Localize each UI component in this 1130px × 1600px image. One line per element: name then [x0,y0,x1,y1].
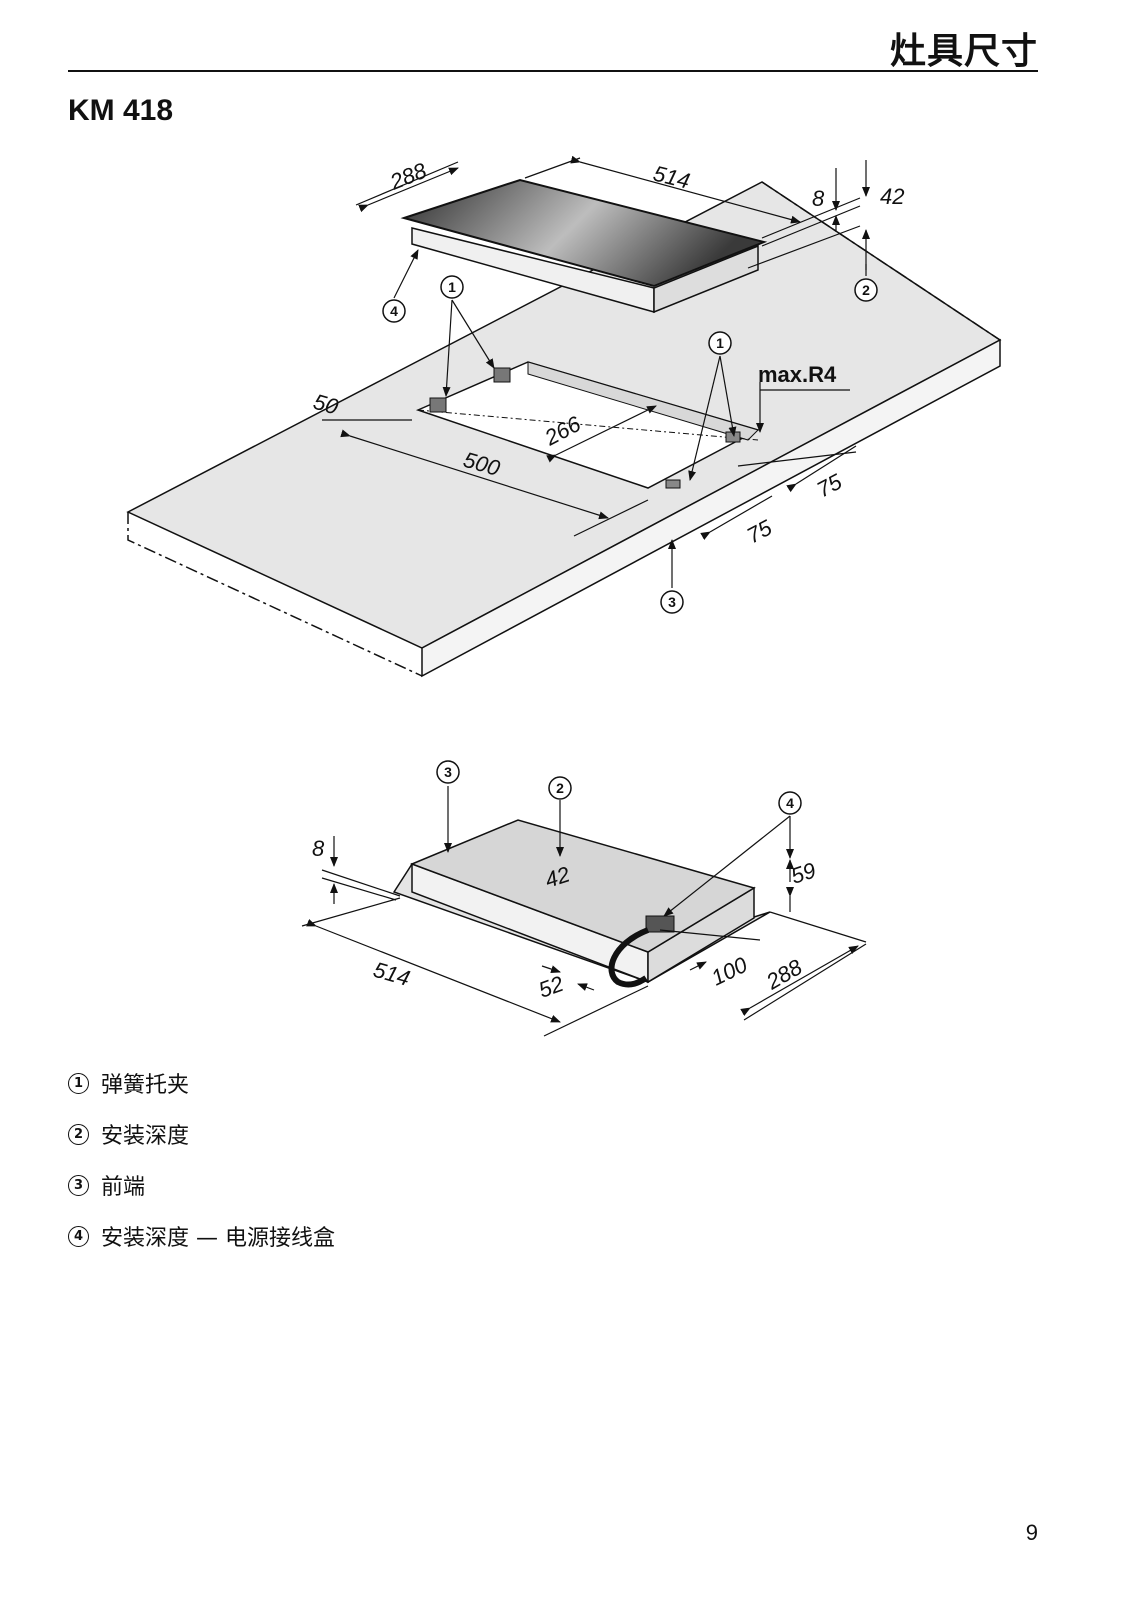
callout-4: 4 [390,303,398,319]
legend: 1 弹簧托夹 2 安装深度 3 前端 4 安装深度 — 电源接线盒 [68,1070,335,1274]
page-header-title: 灶具尺寸 [889,31,1038,72]
dim-body-depth: 42 [542,861,573,892]
legend-text: 弹簧托夹 [101,1073,190,1098]
legend-number: 1 [68,1072,89,1094]
legend-item: 4 安装深度 — 电源接线盒 [68,1223,335,1251]
callout-4: 4 [786,795,794,811]
dim-box-height: 59 [788,857,819,888]
legend-number: 4 [68,1225,89,1247]
dim-top-thickness: 8 [812,186,825,211]
dim-cable-offset: 52 [535,971,567,1003]
legend-item: 2 安装深度 [68,1121,335,1149]
power-cable [608,927,650,988]
model-title: KM 418 [68,94,174,127]
installation-diagram-top: 288 514 8 42 50 500 266 75 75 max.R4 1 1… [126,155,1002,678]
legend-number: 3 [68,1174,89,1196]
spring-clamp [429,397,447,413]
callout-1: 1 [716,335,724,351]
dim-depth: 288 [761,954,807,995]
dim-width: 514 [371,957,413,991]
legend-number: 2 [68,1123,89,1145]
header-rule [68,70,1038,72]
legend-text: 前端 [101,1175,146,1200]
legend-item: 1 弹簧托夹 [68,1070,335,1098]
callout-1: 1 [448,279,456,295]
legend-text: 安装深度 — 电源接线盒 [101,1226,335,1251]
junction-box [645,915,675,933]
callout-3: 3 [444,764,452,780]
callout-3: 3 [668,594,676,610]
dim-box-offset: 100 [707,952,752,991]
page-number: 9 [1025,1520,1038,1545]
dim-side-clearance-b: 75 [743,514,777,548]
legend-text: 安装深度 [101,1124,190,1149]
dim-total-height: 42 [880,184,904,209]
hob-underside [392,819,771,988]
spring-clamp [493,367,511,383]
dim-top-thickness: 8 [312,836,325,861]
hob [400,178,768,314]
dim-side-clearance-a: 75 [813,468,847,502]
spring-clamp [665,479,681,489]
radius-label: max.R4 [758,362,837,387]
callout-2: 2 [862,282,870,298]
dim-hob-width: 514 [651,161,693,194]
callout-2: 2 [556,780,564,796]
legend-item: 3 前端 [68,1172,335,1200]
